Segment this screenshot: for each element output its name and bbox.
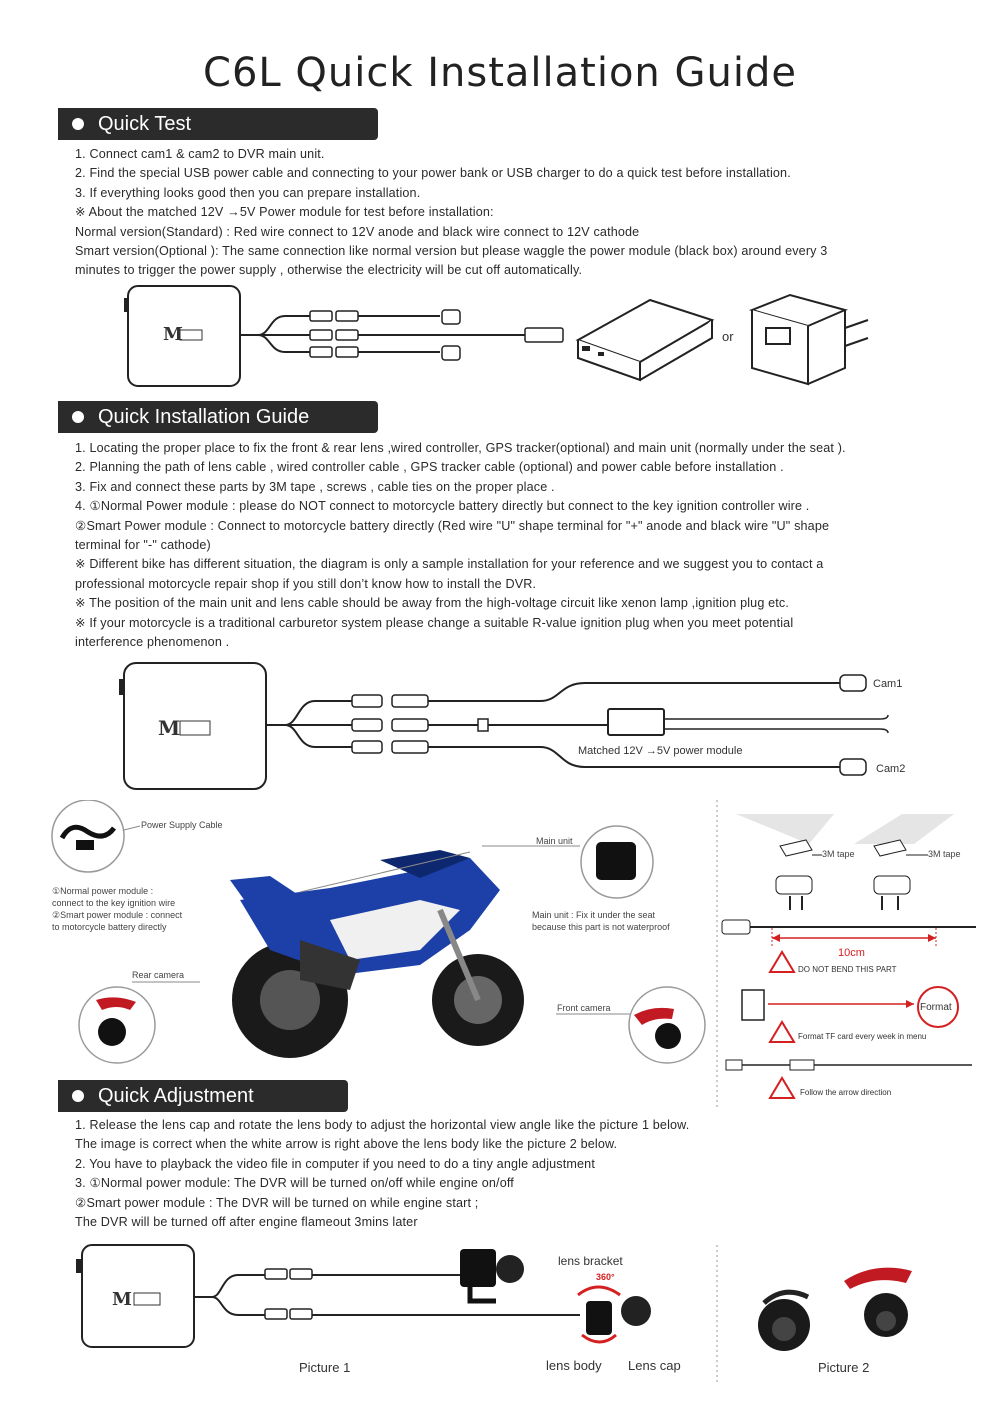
text-line: The DVR will be turned off after engine … bbox=[75, 1215, 418, 1230]
section-title: Quick Installation Guide bbox=[98, 406, 310, 428]
picture2-caption: Picture 2 bbox=[818, 1360, 870, 1375]
svg-text:M: M bbox=[112, 1289, 132, 1310]
note-line: because this part is not waterproof bbox=[532, 922, 670, 932]
tape-label-right: 3M tape bbox=[928, 849, 961, 859]
text-line: Smart version(Optional ): The same conne… bbox=[75, 244, 828, 259]
text-line: ②Smart Power module : Connect to motorcy… bbox=[75, 518, 830, 533]
picture1-diagram: M bbox=[76, 1244, 651, 1348]
text-line: The image is correct when the white arro… bbox=[75, 1137, 618, 1152]
page-title: C6L Quick Installation Guide bbox=[203, 50, 797, 96]
power-module-label: Matched 12V →5V power module bbox=[578, 745, 743, 757]
main-unit-note: Main unit : Fix it under the seat becaus… bbox=[532, 909, 670, 933]
text-line: 3. ①Normal power module: The DVR will be… bbox=[75, 1176, 514, 1191]
cam2-connector-icon bbox=[839, 758, 867, 776]
format-label: Format bbox=[920, 1002, 952, 1013]
picture1-caption: Picture 1 bbox=[299, 1360, 351, 1375]
or-label: or bbox=[722, 329, 734, 344]
lens-bracket-label: lens bracket bbox=[558, 1254, 623, 1268]
section-header-adjust: Quick Adjustment bbox=[58, 1080, 348, 1112]
note-line: Main unit : Fix it under the seat bbox=[532, 910, 656, 920]
picture2-diagram bbox=[716, 1245, 912, 1385]
sd-card-icon bbox=[741, 989, 765, 1021]
cam2-label: Cam2 bbox=[876, 763, 906, 775]
view-angle-icon bbox=[736, 814, 834, 844]
warning-icon bbox=[768, 950, 796, 973]
section-header-install: Quick Installation Guide bbox=[58, 401, 378, 433]
note-line: connect to the key ignition wire bbox=[52, 898, 176, 908]
note-line: ②Smart power module : connect bbox=[52, 910, 183, 920]
text-line: terminal for "-" cathode) bbox=[75, 538, 211, 553]
rear-camera-label: Rear camera bbox=[132, 970, 185, 980]
dvr-unit-icon bbox=[127, 285, 241, 387]
bullet-icon bbox=[72, 118, 84, 130]
text-line: 2. You have to playback the video file i… bbox=[75, 1156, 595, 1171]
camera-icon bbox=[460, 1249, 524, 1304]
dvr-logo-text: M bbox=[163, 324, 183, 345]
power-notes: ①Normal power module : connect to the ke… bbox=[52, 885, 182, 933]
rotation-label: 360° bbox=[596, 1272, 615, 1282]
install-text: 1. Locating the proper place to fix the … bbox=[75, 439, 975, 652]
dvr-unit-icon bbox=[123, 662, 267, 790]
motorcycle-icon bbox=[230, 850, 524, 1058]
text-line: 1. Locating the proper place to fix the … bbox=[75, 441, 846, 455]
power-cable-thumb-icon bbox=[51, 800, 125, 873]
text-line: ②Smart power module : The DVR will be tu… bbox=[75, 1195, 479, 1210]
section-title: Quick Adjustment bbox=[98, 1085, 254, 1107]
quick-test-text: 1. Connect cam1 & cam2 to DVR main unit.… bbox=[75, 145, 975, 281]
lens-cap-label: Lens cap bbox=[628, 1358, 681, 1373]
cam1-connector-icon bbox=[839, 674, 867, 692]
text-line: ※ The position of the main unit and lens… bbox=[75, 596, 790, 611]
dvr-unit-icon bbox=[81, 1244, 195, 1348]
text-line: Normal version(Standard) : Red wire conn… bbox=[75, 224, 640, 239]
quick-test-diagram: M or bbox=[124, 285, 869, 387]
text-line: 1. Release the lens cap and rotate the l… bbox=[75, 1118, 690, 1132]
text-line: professional motorcycle repair shop if y… bbox=[75, 576, 537, 591]
text-line: ※ About the matched 12V →5V Power module… bbox=[75, 205, 494, 220]
camera-icon bbox=[758, 1289, 810, 1351]
text-line: 2. Planning the path of lens cable , wir… bbox=[75, 460, 784, 475]
wiring-diagram: M bbox=[119, 662, 889, 790]
section-title: Quick Test bbox=[98, 113, 191, 135]
power-module-icon bbox=[607, 708, 665, 736]
arrow-note: Follow the arrow direction bbox=[800, 1088, 892, 1097]
front-camera-label: Front camera bbox=[557, 1003, 611, 1013]
camera-icon bbox=[844, 1267, 912, 1337]
text-line: minutes to trigger the power supply , ot… bbox=[75, 263, 583, 278]
text-line: ※ If your motorcycle is a traditional ca… bbox=[75, 615, 794, 630]
note-line: to motorcycle battery directly bbox=[52, 922, 167, 932]
note-line: ①Normal power module : bbox=[52, 886, 154, 896]
bullet-icon bbox=[72, 411, 84, 423]
warning-icon bbox=[768, 1076, 796, 1099]
distance-label: 10cm bbox=[838, 947, 865, 959]
adjust-text: 1. Release the lens cap and rotate the l… bbox=[75, 1116, 975, 1232]
svg-text:M: M bbox=[158, 716, 180, 740]
text-line: 3. Fix and connect these parts by 3M tap… bbox=[75, 479, 555, 494]
power-supply-cable-label: Power Supply Cable bbox=[141, 820, 223, 830]
tape-label-left: 3M tape bbox=[822, 849, 855, 859]
text-line: 3. If everything looks good then you can… bbox=[75, 185, 421, 200]
format-note: Format TF card every week in menu bbox=[798, 1032, 927, 1041]
tips-panel bbox=[716, 800, 976, 1110]
lens-rotate-icon bbox=[577, 1285, 651, 1344]
lens-body-label: lens body bbox=[546, 1358, 602, 1373]
warning-icon bbox=[768, 1020, 796, 1043]
main-unit-label: Main unit bbox=[536, 836, 573, 846]
usb-plug-icon bbox=[524, 327, 564, 343]
usb-charger-icon bbox=[748, 293, 869, 386]
bullet-icon bbox=[72, 1090, 84, 1102]
power-bank-icon bbox=[575, 298, 715, 382]
text-line: 2. Find the special USB power cable and … bbox=[75, 166, 791, 181]
section-header-quick-test: Quick Test bbox=[58, 108, 378, 140]
cam1-label: Cam1 bbox=[873, 678, 903, 690]
no-bend-warning: DO NOT BEND THIS PART bbox=[798, 965, 897, 974]
text-line: ※ Different bike has different situation… bbox=[75, 557, 824, 572]
text-line: interference phenomenon . bbox=[75, 635, 230, 650]
text-line: 4. ①Normal Power module : please do NOT … bbox=[75, 499, 810, 514]
motorcycle-illustration bbox=[51, 800, 706, 1064]
format-button-icon bbox=[917, 986, 959, 1028]
text-line: 1. Connect cam1 & cam2 to DVR main unit. bbox=[75, 147, 325, 161]
